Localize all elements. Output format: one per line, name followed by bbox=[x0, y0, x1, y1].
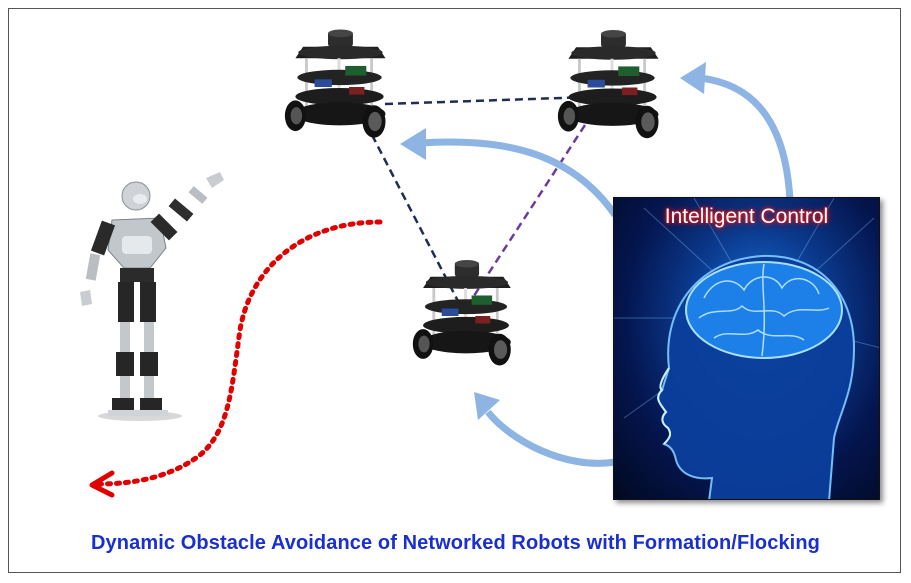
formation-link-left bbox=[370, 134, 462, 306]
avoidance-path-arrow bbox=[89, 219, 383, 498]
humanoid-robot-icon bbox=[80, 172, 224, 421]
formation-link-top bbox=[384, 95, 591, 106]
formation-link-right bbox=[466, 124, 587, 306]
control-arrow-top-left bbox=[400, 128, 618, 217]
human-head-brain-icon bbox=[614, 198, 879, 499]
mobile-robot-icon bbox=[284, 29, 386, 138]
panel-label: Intelligent Control bbox=[664, 205, 829, 228]
mobile-robot-icon bbox=[557, 30, 659, 139]
figure-caption: Dynamic Obstacle Avoidance of Networked … bbox=[91, 532, 820, 554]
mobile-robot-icon bbox=[412, 260, 511, 366]
control-arrow-bottom bbox=[474, 392, 616, 467]
intelligent-control-panel: Intelligent Control bbox=[613, 197, 880, 500]
diagram-frame bbox=[8, 8, 901, 573]
control-arrow-top-right bbox=[680, 62, 794, 201]
